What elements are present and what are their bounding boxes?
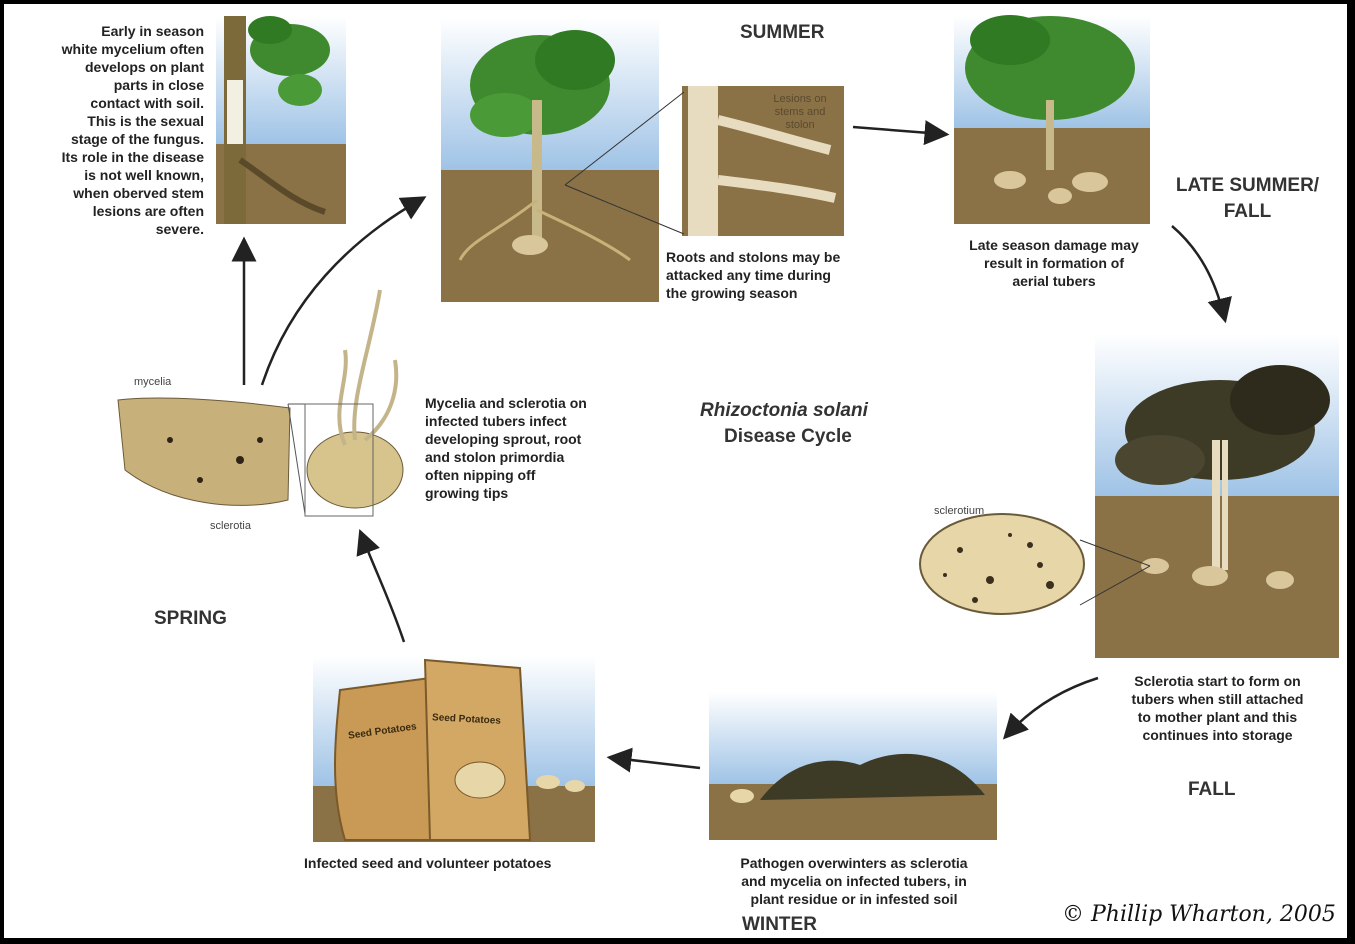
label-lesions: Lesions on stems and stolon <box>760 93 840 132</box>
caption-sclerotia-form: Sclerotia start to form on tubers when s… <box>1100 672 1335 744</box>
label-sclerotium: sclerotium <box>934 505 984 517</box>
caption-late-season: Late season damage may result in formati… <box>944 236 1164 290</box>
label-sclerotia: sclerotia <box>210 520 251 532</box>
diagram-title-subtitle: Disease Cycle <box>724 426 852 448</box>
season-label-fall: FALL <box>1188 777 1236 803</box>
caption-infected-seed: Infected seed and volunteer potatoes <box>304 854 614 872</box>
season-label-summer: SUMMER <box>740 20 824 46</box>
caption-mycelia-infect: Mycelia and sclerotia on infected tubers… <box>425 394 635 502</box>
late-summer-panel <box>954 15 1150 224</box>
arrow-seed-to-spring <box>362 536 404 642</box>
season-label-spring: SPRING <box>154 606 227 632</box>
arrow-fall-to-winter <box>1008 678 1098 734</box>
caption-roots-stolons: Roots and stolons may be attacked any ti… <box>666 248 896 302</box>
arrow-spring-to-summer <box>262 200 420 385</box>
winter-panel <box>709 692 997 840</box>
caption-overwinter: Pathogen overwinters as sclerotia and my… <box>704 854 1004 908</box>
infected-tuber-panel <box>118 290 403 516</box>
diagram-title-organism: Rhizoctonia solani <box>700 400 868 422</box>
copyright-credit: © Phillip Wharton, 2005 <box>1062 902 1336 927</box>
caption-early-season: Early in season white mycelium often dev… <box>14 22 204 238</box>
arrow-late-summer-to-fall <box>1172 226 1224 316</box>
label-mycelia: mycelia <box>134 376 171 388</box>
season-label-late-summer-fall: LATE SUMMER/ FALL <box>1160 173 1335 225</box>
fall-panel <box>1095 334 1339 658</box>
sclerotium-tuber-illustration <box>920 514 1084 614</box>
seed-bags-panel <box>313 656 595 842</box>
summer-panel <box>441 18 659 302</box>
arrow-summer-to-late-summer <box>853 127 942 134</box>
early-season-panel <box>216 16 346 224</box>
arrow-winter-to-seed <box>614 758 700 768</box>
season-label-winter: WINTER <box>742 912 817 938</box>
